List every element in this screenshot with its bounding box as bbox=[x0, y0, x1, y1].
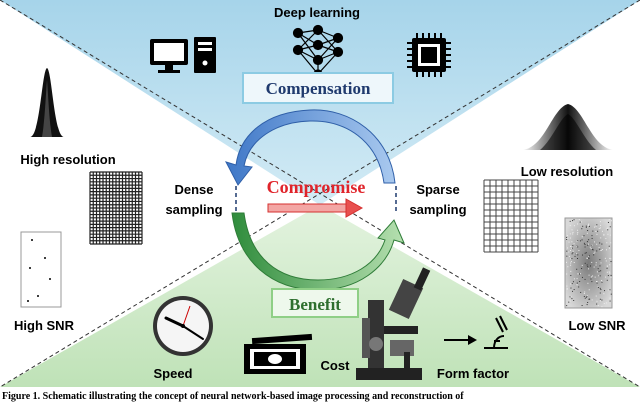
cost-label: Cost bbox=[321, 358, 351, 373]
red-arrow bbox=[267, 198, 364, 218]
monitor-icon bbox=[150, 39, 188, 73]
small-microscope-icon bbox=[484, 315, 508, 349]
compensation-label: Compensation bbox=[266, 79, 371, 98]
dense-sampling-grid bbox=[89, 171, 143, 245]
wide-psf-image bbox=[522, 104, 614, 150]
low-snr-image bbox=[564, 217, 613, 309]
benefit-box bbox=[271, 288, 359, 318]
compensation-box bbox=[242, 72, 394, 104]
compromise-label: Compromise bbox=[267, 177, 366, 197]
sparse-label-line2: sampling bbox=[409, 202, 466, 217]
sparse-label-line1: Sparse bbox=[416, 182, 459, 197]
form-factor-label: Form factor bbox=[437, 366, 509, 381]
form-factor-arrow bbox=[444, 335, 477, 345]
narrow-psf-image bbox=[30, 68, 64, 137]
dense-label-line2: sampling bbox=[165, 202, 222, 217]
figure-caption: Figure 1. Schematic illustrating the con… bbox=[2, 391, 464, 402]
neural-network-icon bbox=[292, 24, 344, 79]
computer-tower-icon bbox=[194, 37, 216, 73]
chip-icon bbox=[407, 33, 451, 77]
high-snr-label: High SNR bbox=[14, 318, 75, 333]
low-resolution-label: Low resolution bbox=[521, 164, 614, 179]
money-icon bbox=[244, 333, 313, 374]
benefit-label: Benefit bbox=[289, 295, 341, 314]
dense-label-line1: Dense bbox=[174, 182, 213, 197]
deep-learning-label: Deep learning bbox=[274, 5, 360, 20]
sparse-sampling-grid bbox=[483, 179, 539, 253]
low-snr-label: Low SNR bbox=[568, 318, 626, 333]
benefit-arc-arrow bbox=[231, 212, 405, 291]
clock-icon bbox=[153, 296, 213, 356]
high-resolution-label: High resolution bbox=[20, 152, 115, 167]
microscope-icon bbox=[356, 267, 431, 380]
speed-label: Speed bbox=[153, 366, 192, 381]
compensation-arc-arrow bbox=[225, 109, 396, 186]
high-snr-image bbox=[20, 231, 62, 308]
